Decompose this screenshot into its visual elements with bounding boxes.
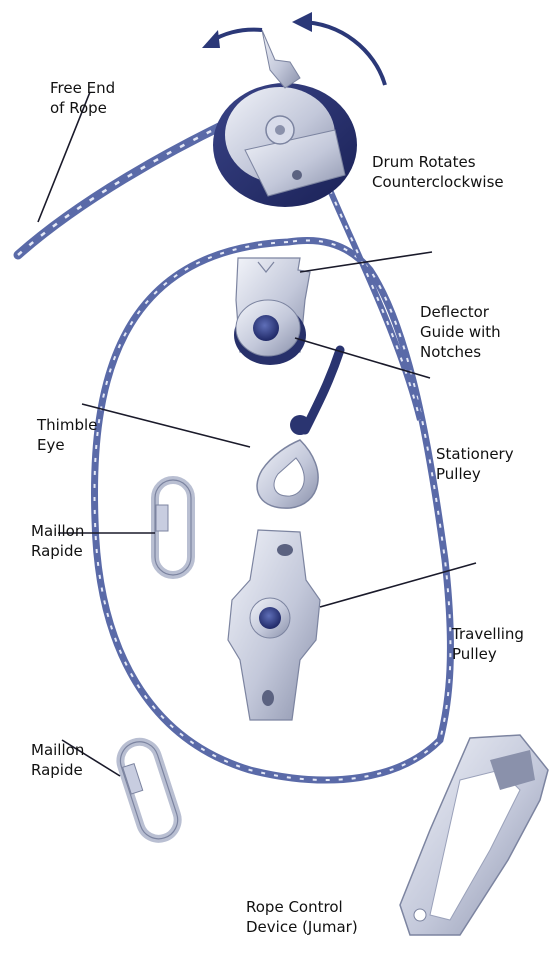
drum	[213, 30, 357, 207]
maillon-rapide-2	[116, 737, 183, 844]
rope-to-thimble	[305, 350, 340, 430]
maillon-rapide-1	[155, 480, 191, 575]
rope-drum-to-pulley	[330, 190, 420, 420]
jumar-device	[400, 735, 548, 935]
thimble-eye	[257, 415, 318, 508]
rope-free-end	[18, 118, 238, 255]
travelling-pulley	[228, 530, 320, 720]
